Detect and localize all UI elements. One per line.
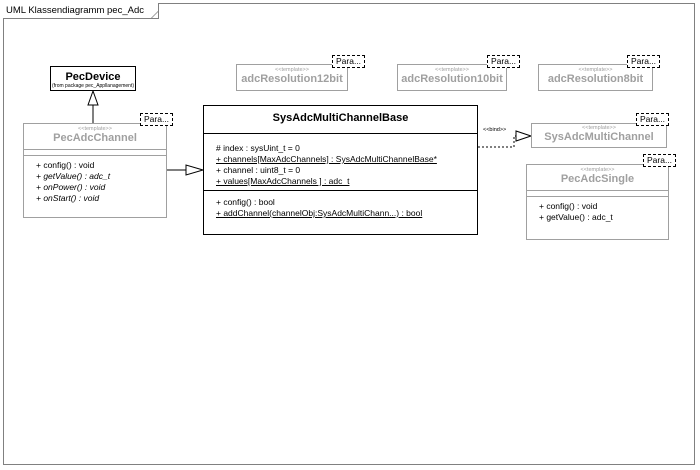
template-param-box: Para... [332,55,366,68]
generalization-arrowhead-sysbase [185,164,205,176]
stereotype-label: <<template>> [578,67,613,73]
class-name: PecAdcChannel [53,132,137,144]
package-label: (from package pec_Appllanagement) [52,83,134,89]
class-sysadcmultichannel[interactable]: <<template>> SysAdcMultiChannel [531,123,667,148]
bind-arrowhead [515,130,533,142]
attribute: + channel : uint8_t = 0 [216,165,301,175]
operation: + getValue() : adc_t [36,171,111,181]
class-pecadcsingle[interactable]: <<template>> PecAdcSingle + config() : v… [526,164,669,240]
operation: + getValue() : adc_t [539,212,613,222]
operation: + addChannel(channelObj:SysAdcMultiChann… [216,208,423,218]
class-name: SysAdcMultiChannelBase [272,112,409,124]
attribute: + channels[MaxAdcChannels] : SysAdcMulti… [216,154,437,164]
class-name: adcResolution8bit [547,73,644,85]
operation: + config() : void [36,160,95,170]
class-name: PecAdcSingle [560,173,635,185]
bind-line [478,135,516,148]
class-pecdevice[interactable]: PecDevice (from package pec_Appllanageme… [50,66,136,91]
class-pecadcchannel[interactable]: <<template>> PecAdcChannel + config() : … [23,123,167,218]
class-adcresolution8bit[interactable]: <<template>> adcResolution8bit [538,64,653,91]
class-name: SysAdcMultiChannel [544,131,654,143]
stereotype-label: <<template>> [580,167,615,173]
template-param-box: Para... [487,55,521,68]
diagram-frame [3,3,695,465]
stereotype-label: <<template>> [275,67,309,73]
class-sysadcmultichannelbase[interactable]: SysAdcMultiChannelBase # index : sysUint… [203,105,478,235]
class-name: adcResolution10bit [401,73,503,85]
separator [24,155,166,156]
class-adcresolution10bit[interactable]: <<template>> adcResolution10bit [397,64,507,91]
separator [527,190,668,191]
diagram-title: UML Klassendiagramm pec_Adc [3,3,159,19]
attribute: # index : sysUint_t = 0 [216,143,300,153]
class-name: PecDevice [65,71,121,83]
operation: + config() : bool [216,197,275,207]
separator [204,190,477,191]
class-adcresolution12bit[interactable]: <<template>> adcResolution12bit [236,64,348,91]
operation: + config() : void [539,201,598,211]
template-param-box: Para... [643,154,677,167]
bind-label: <<bind>> [483,127,507,133]
attribute: + values[MaxAdcChannels ] : adc_t [216,176,350,186]
class-name: adcResolution12bit [241,73,343,85]
template-param-box: Para... [627,55,661,68]
template-param-box: Para... [636,113,670,126]
stereotype-label: <<template>> [582,125,616,131]
operation: + onPower() : void [36,182,106,192]
operation: + onStart() : void [36,193,100,203]
separator [527,196,668,197]
stereotype-label: <<template>> [78,126,112,132]
separator [204,133,477,134]
stereotype-label: <<template>> [435,67,469,73]
template-param-box: Para... [140,113,174,126]
separator [24,149,166,150]
generalization-arrowhead-pecdevice [87,89,99,106]
